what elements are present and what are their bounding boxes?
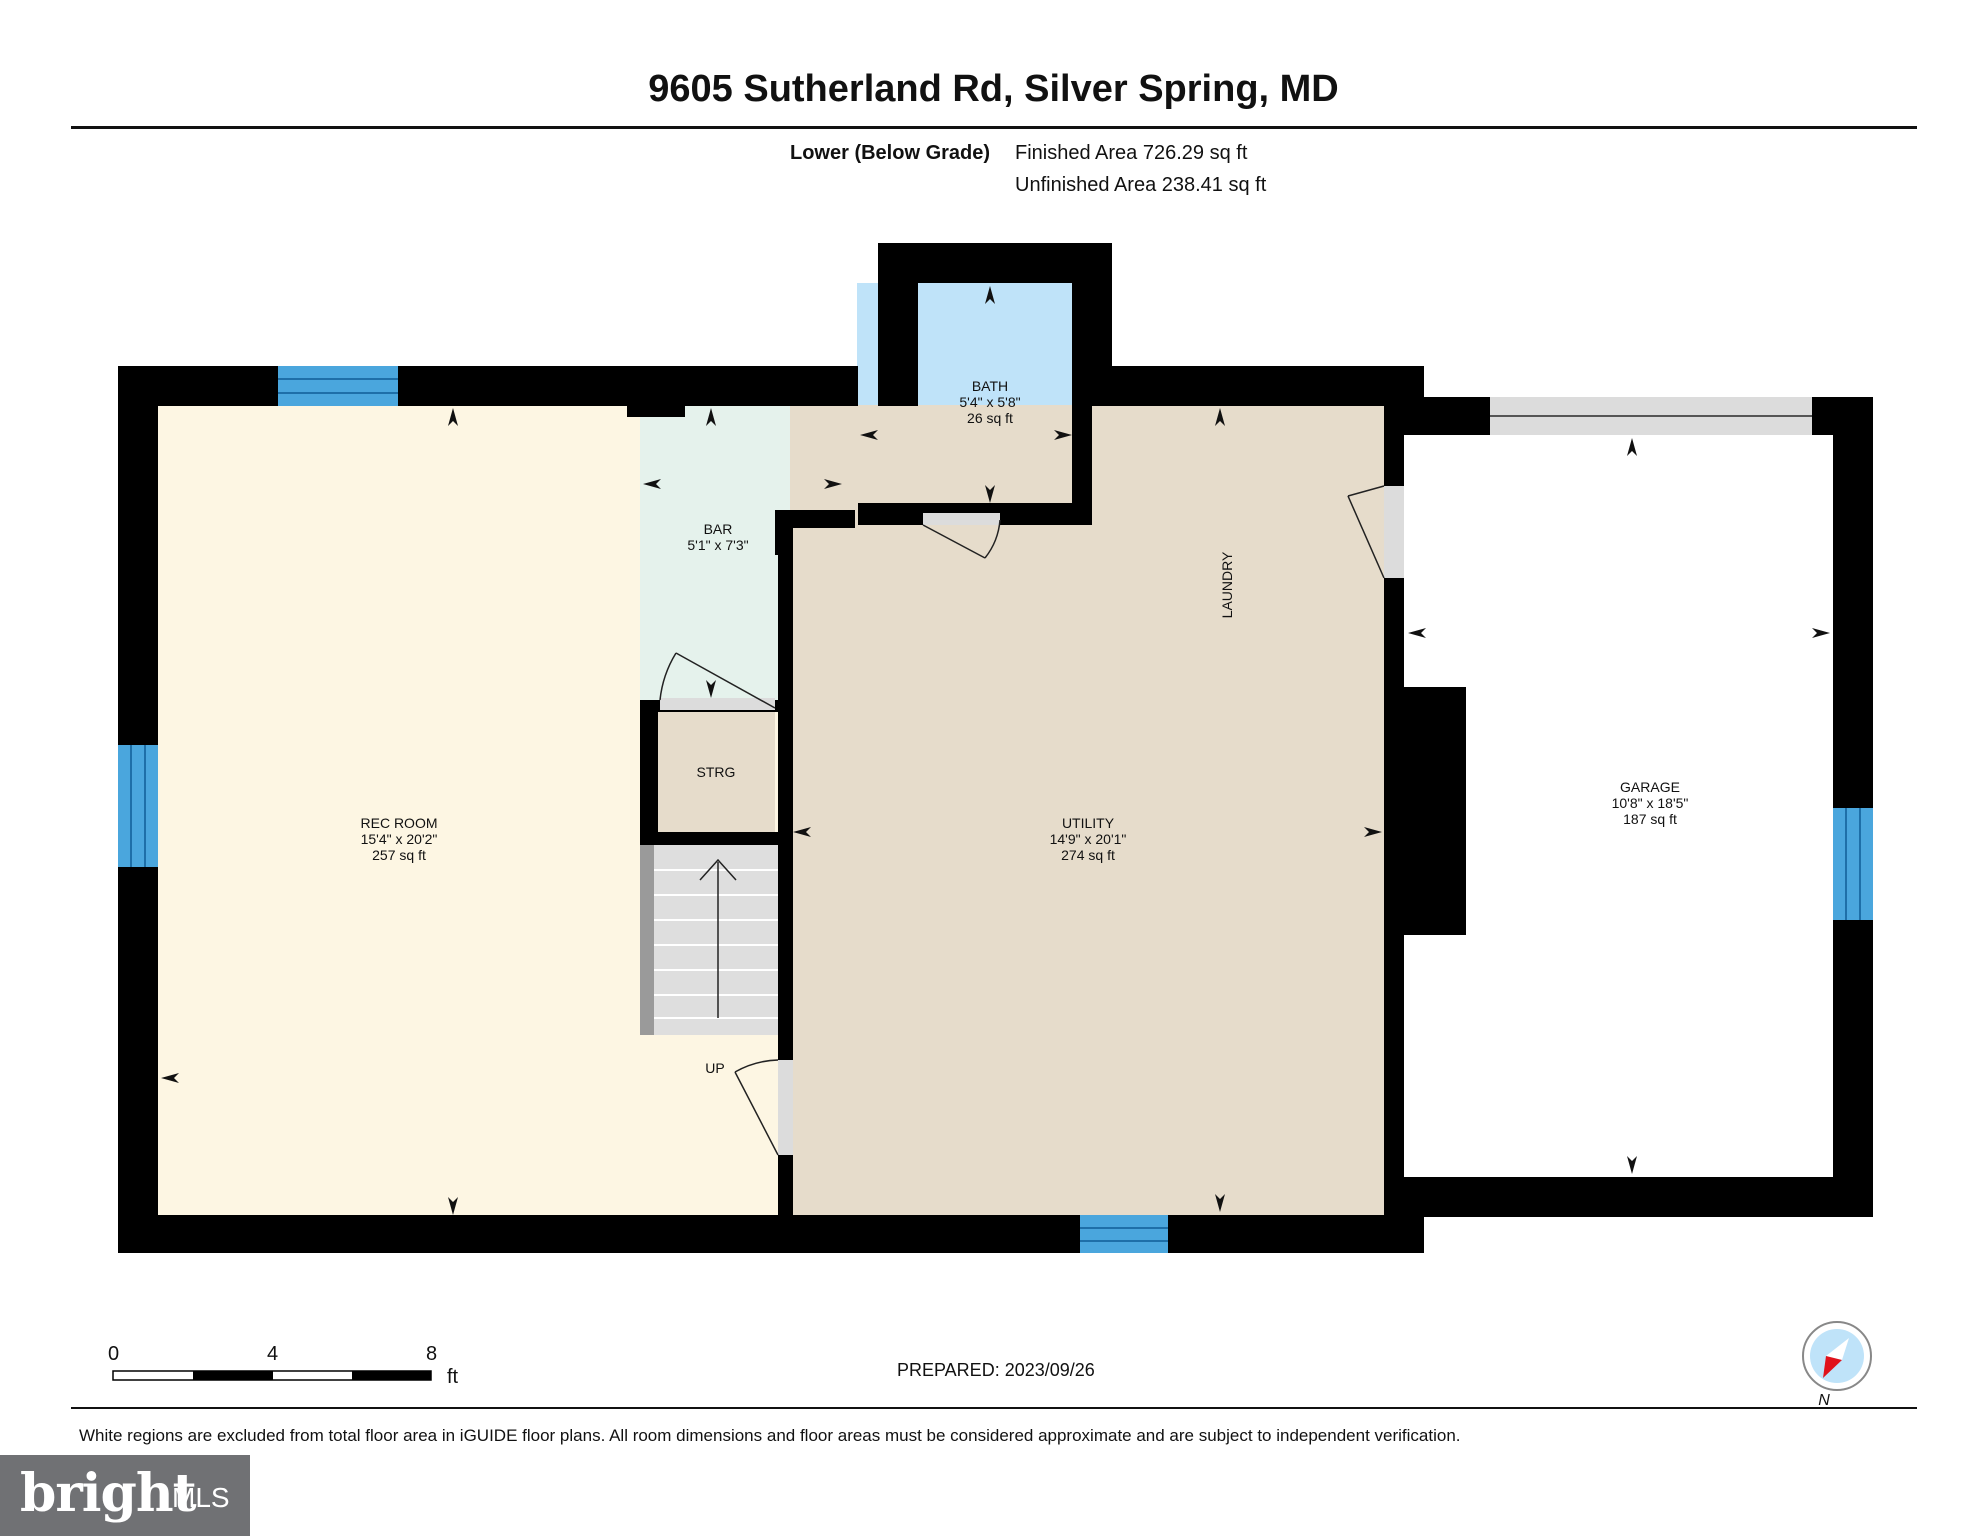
garage-area-label: 187 sq ft: [1623, 811, 1677, 827]
footer-divider: [71, 1407, 1917, 1409]
garage-area: [1405, 435, 1833, 1177]
storage-name: STRG: [697, 764, 736, 780]
window-utility-bottom: [1080, 1215, 1168, 1253]
window-rec-left: [118, 745, 158, 867]
utility-dims: 14'9" x 20'1": [1050, 831, 1127, 847]
rec-room-name: REC ROOM: [361, 815, 438, 831]
scale-label-0: 0: [108, 1343, 120, 1365]
bright-mls-logo: bright MLS: [0, 1455, 250, 1536]
header-divider: [71, 126, 1917, 129]
dimension-arrows: [161, 286, 1830, 1215]
windows: [118, 366, 1873, 1253]
garage-dims: 10'8" x 18'5": [1612, 795, 1689, 811]
staircase: [640, 845, 778, 1035]
compass-icon: [1802, 1321, 1872, 1391]
window-garage-right: [1833, 808, 1873, 920]
laundry-area: [1088, 405, 1385, 525]
bath-area-label: 26 sq ft: [967, 410, 1013, 426]
bar-dims: 5'1" x 7'3": [687, 537, 748, 553]
bar-name: BAR: [704, 521, 733, 537]
scale-unit: ft: [447, 1366, 459, 1388]
scale-bar: [112, 1370, 432, 1381]
unfinished-area: Unfinished Area 238.41 sq ft: [1015, 174, 1267, 196]
logo-text: bright: [20, 1463, 197, 1524]
logo-suffix: MLS: [172, 1482, 230, 1513]
disclaimer-footer: White regions are excluded from total fl…: [79, 1426, 1461, 1445]
laundry-name: LAUNDRY: [1219, 551, 1235, 618]
prepared-date: PREPARED: 2023/09/26: [897, 1360, 1095, 1380]
utility-area-label: 274 sq ft: [1061, 847, 1115, 863]
rec-room-dims: 15'4" x 20'2": [361, 831, 438, 847]
stairs-up-label: UP: [705, 1060, 724, 1076]
door-swings: [659, 485, 1385, 1156]
walls: [118, 243, 1873, 1253]
compass-north-label: N: [1818, 1392, 1830, 1409]
bath-dims: 5'4" x 5'8": [959, 394, 1020, 410]
garage-name: GARAGE: [1620, 779, 1680, 795]
level-label: Lower (Below Grade): [790, 142, 991, 164]
rec-room-area-label: 257 sq ft: [372, 847, 426, 863]
scale-label-4: 4: [267, 1343, 279, 1365]
finished-area: Finished Area 726.29 sq ft: [1015, 142, 1248, 164]
storage-area: [655, 712, 775, 832]
scale-label-8: 8: [426, 1343, 438, 1365]
utility-area: [790, 405, 1385, 1215]
property-address-title: 9605 Sutherland Rd, Silver Spring, MD: [648, 68, 1339, 110]
window-rec-top: [278, 366, 398, 406]
bath-name: BATH: [972, 378, 1008, 394]
utility-name: UTILITY: [1062, 815, 1115, 831]
